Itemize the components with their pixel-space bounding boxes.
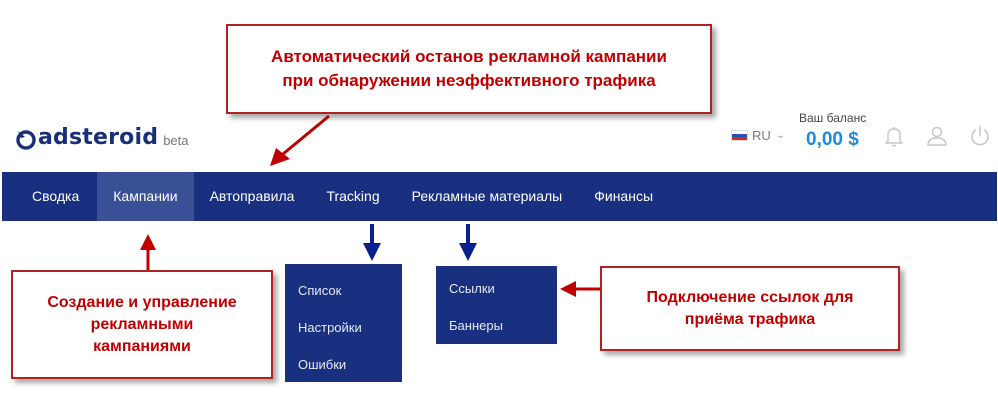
materials-dropdown: Ссылки Баннеры [436,266,557,344]
dropdown-item-settings[interactable]: Настройки [298,320,362,335]
nav-item-finance[interactable]: Финансы [594,188,654,204]
russia-flag-icon [731,130,748,141]
nav-item-summary[interactable]: Сводка [32,188,80,204]
language-label: RU [752,128,771,143]
chevron-down-icon: ⌄ [776,130,786,141]
nav-item-ad-materials[interactable]: Рекламные материалы [411,188,563,204]
dropdown-item-banners[interactable]: Баннеры [449,318,503,333]
red-arrow-icon [560,281,600,297]
dropdown-item-list[interactable]: Список [298,283,342,298]
red-arrow-icon [270,114,330,166]
logo-mark-icon [16,130,36,150]
language-selector[interactable]: RU ⌄ [731,128,785,143]
main-nav: Сводка Кампании Автоправила Tracking Рек… [2,172,997,221]
nav-item-tracking[interactable]: Tracking [326,188,380,204]
bell-icon[interactable] [882,124,906,148]
callout-text-line: рекламными [90,315,194,333]
blue-arrow-icon [363,224,381,261]
blue-arrow-icon [459,224,477,261]
red-arrow-icon [140,234,156,270]
callout-text-line: Создание и управление [47,293,237,311]
callout-text-line: Автоматический останов рекламной кампани… [271,47,667,66]
logo[interactable]: adsteroid beta [15,126,189,150]
nav-item-autorules[interactable]: Автоправила [209,188,295,204]
user-icon[interactable] [925,124,949,148]
callout-campaigns: Создание и управление рекламными кампани… [11,270,273,379]
logo-beta-tag: beta [163,133,189,148]
tracking-dropdown: Список Настройки Ошибки [285,264,402,382]
callout-autostop: Автоматический останов рекламной кампани… [226,24,712,114]
logo-text: adsteroid [38,125,159,150]
callout-text-line: кампаниями [93,337,191,355]
callout-text-line: приёма трафика [684,310,816,328]
dropdown-item-links[interactable]: Ссылки [449,281,495,296]
dropdown-item-errors[interactable]: Ошибки [298,357,347,372]
callout-text-line: при обнаружении неэффективного трафика [282,71,656,90]
callout-text-line: Подключение ссылок для [646,288,854,306]
nav-item-campaigns[interactable]: Кампании [97,172,194,221]
balance-label: Ваш баланс [799,111,867,125]
callout-links: Подключение ссылок для приёма трафика [600,266,900,351]
balance-value[interactable]: 0,00 $ [806,129,859,150]
power-icon[interactable] [968,124,992,148]
